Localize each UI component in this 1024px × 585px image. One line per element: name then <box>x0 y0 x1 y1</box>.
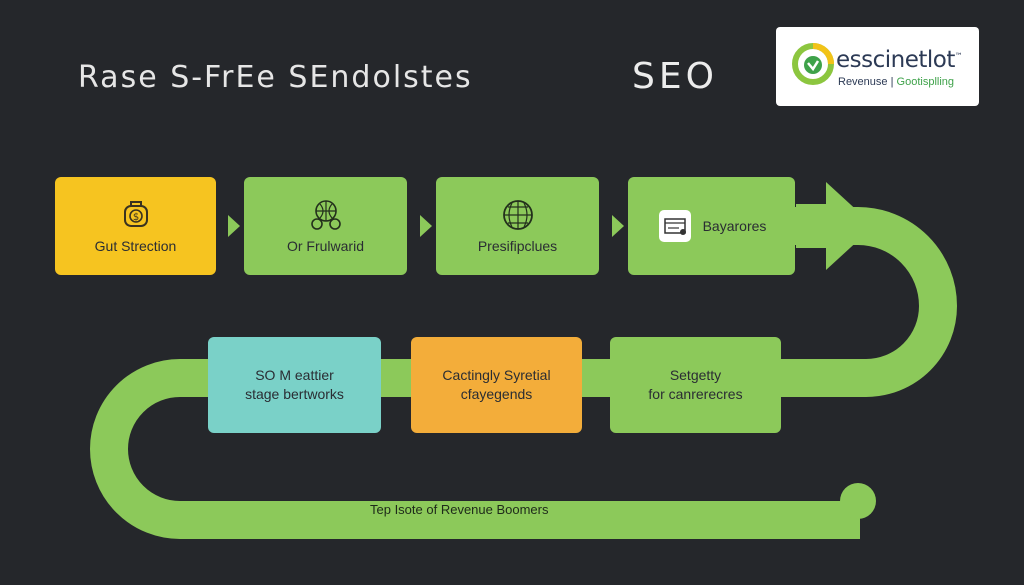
flow-arrow-shaft <box>796 204 830 248</box>
step-label-2: Or Frulwarid <box>286 237 364 254</box>
connector-arrow-3 <box>612 215 624 237</box>
flow-arrowhead <box>826 182 874 270</box>
step-box-4: Bayarores <box>628 177 795 275</box>
step-box-6: Cactingly Syretial cfayegends <box>411 337 582 433</box>
browser-window-icon <box>658 210 691 242</box>
logo-name-text: esscinetlot <box>836 47 955 73</box>
globe-icon <box>502 199 533 230</box>
logo-tagline-2: Gootisplling <box>896 76 955 88</box>
step-box-2: Or Frulwarid <box>244 177 407 275</box>
logo-name: esscinetlot™ <box>836 47 963 73</box>
dollar-coin-icon: $ <box>123 200 148 227</box>
step-box-5: SO M eattier stage bertworks <box>208 337 381 433</box>
step-box-7: Setgetty for canrerecres <box>610 337 781 433</box>
step-box-3: Presifipclues <box>436 177 599 275</box>
step-label-6-line1: Cactingly Syretial <box>442 367 551 383</box>
connector-arrow-5 <box>588 373 600 395</box>
connector-arrow-2 <box>420 215 432 237</box>
logo-trademark: ™ <box>954 51 963 61</box>
step-label-4: Bayarores <box>702 217 767 234</box>
logo-mark-icon <box>792 43 834 85</box>
step-label-6-line2: cfayegends <box>460 386 533 402</box>
flow-end-cap <box>840 483 876 519</box>
step-label-3: Presifipclues <box>477 237 558 254</box>
step-label-5-line1: SO M eattier <box>255 367 334 383</box>
svg-text:$: $ <box>132 212 138 223</box>
connector-arrow-4 <box>388 373 400 395</box>
logo-tagline-separator: | <box>887 76 897 88</box>
bicycle-globe-icon <box>310 199 341 230</box>
step-label-7-line2: for canrerecres <box>648 386 743 402</box>
logo-tagline: Revenuse | Gootisplling <box>838 76 954 88</box>
logo-tagline-1: Revenuse <box>838 76 888 88</box>
step-label-7-line1: Setgetty <box>669 367 722 383</box>
seo-heading: SEO <box>632 56 718 97</box>
flow-curve <box>90 207 957 539</box>
connector-arrow-1 <box>228 215 240 237</box>
step-label-5-line2: stage bertworks <box>245 386 344 402</box>
brand-logo: esscinetlot™ Revenuse | Gootisplling <box>776 27 979 106</box>
step-label-1: Gut Strection <box>94 237 177 254</box>
bottom-path-label: Tep Isote of Revenue Boomers <box>370 502 549 517</box>
step-box-1: $ Gut Strection <box>55 177 216 275</box>
page-title: Rase S-FrEe SEndolstes <box>78 60 473 95</box>
